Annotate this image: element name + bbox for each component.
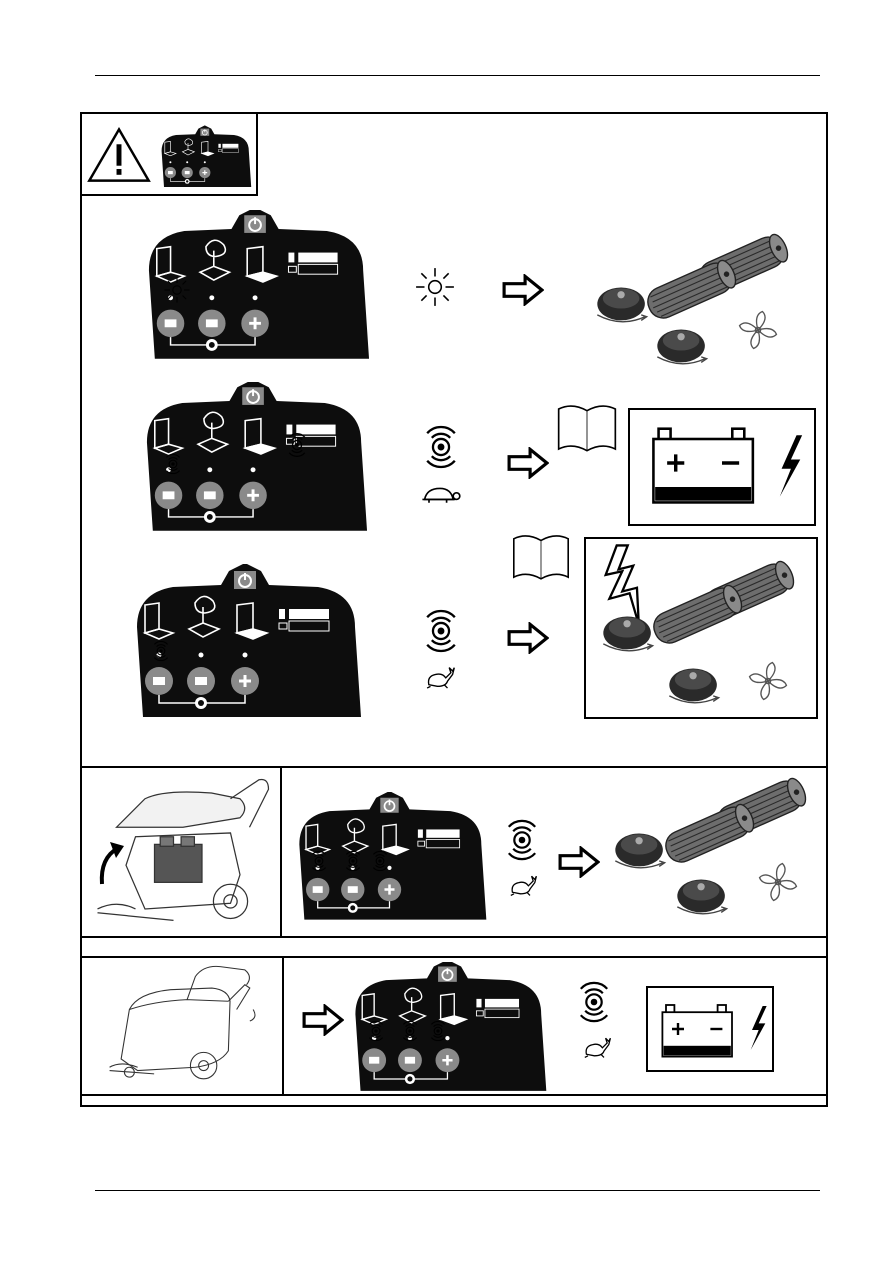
hare-icon [580,1034,612,1060]
buzzer-icon [369,850,391,872]
sun-blink-icon [414,266,456,308]
buzzer-icon [427,1020,449,1042]
buzzer-icon [365,1020,387,1042]
buzzer-icon [284,432,310,458]
arrow-right-icon [558,846,600,878]
turtle-icon [418,484,462,506]
buzzer-icon [150,640,172,662]
footer-rule [95,1190,820,1191]
lightning-icon [776,432,804,500]
buzzer-icon [308,850,330,872]
arrow-right-icon [502,274,544,306]
vacuum-fan-icon [746,659,790,703]
hare-icon [506,872,538,898]
header-rule [95,75,820,76]
side-brush-icon [650,322,714,368]
blink-star-icon [163,276,191,304]
arrow-right-icon [302,1004,344,1036]
side-brush-icon [590,280,654,326]
charging-picture-box [80,956,284,1096]
mini-control-panel [160,124,252,190]
battery-icon [660,996,744,1062]
hood-open-picture-box [80,766,282,938]
battery-box [628,408,816,526]
manual-book-icon [548,404,626,454]
side-brush-icon [670,872,734,918]
side-brush-icon [662,661,726,707]
side-brush-icon [596,609,660,655]
arrow-right-icon [507,622,549,654]
buzzer-icon [399,1020,421,1042]
buzzer-icon [572,980,616,1024]
curved-arrow-icon [96,838,126,888]
warning-box [80,112,258,196]
battery-icon [650,418,770,508]
warning-triangle-icon [86,122,152,188]
buzzer-icon [500,818,544,862]
buzzer-icon [418,608,464,654]
buzzer-icon [418,424,464,470]
buzzer-icon [162,453,184,475]
overload-box [584,537,818,719]
hare-icon [422,664,456,690]
lightning-icon [748,1004,768,1052]
vacuum-fan-icon [756,860,800,904]
arrow-right-icon [507,447,549,479]
buzzer-icon [342,850,364,872]
manual-book-icon [502,534,580,582]
side-brush-icon [608,826,672,872]
vacuum-fan-icon [736,308,780,352]
machine-charging-illustration [88,960,278,1092]
charging-battery-box [646,986,774,1072]
